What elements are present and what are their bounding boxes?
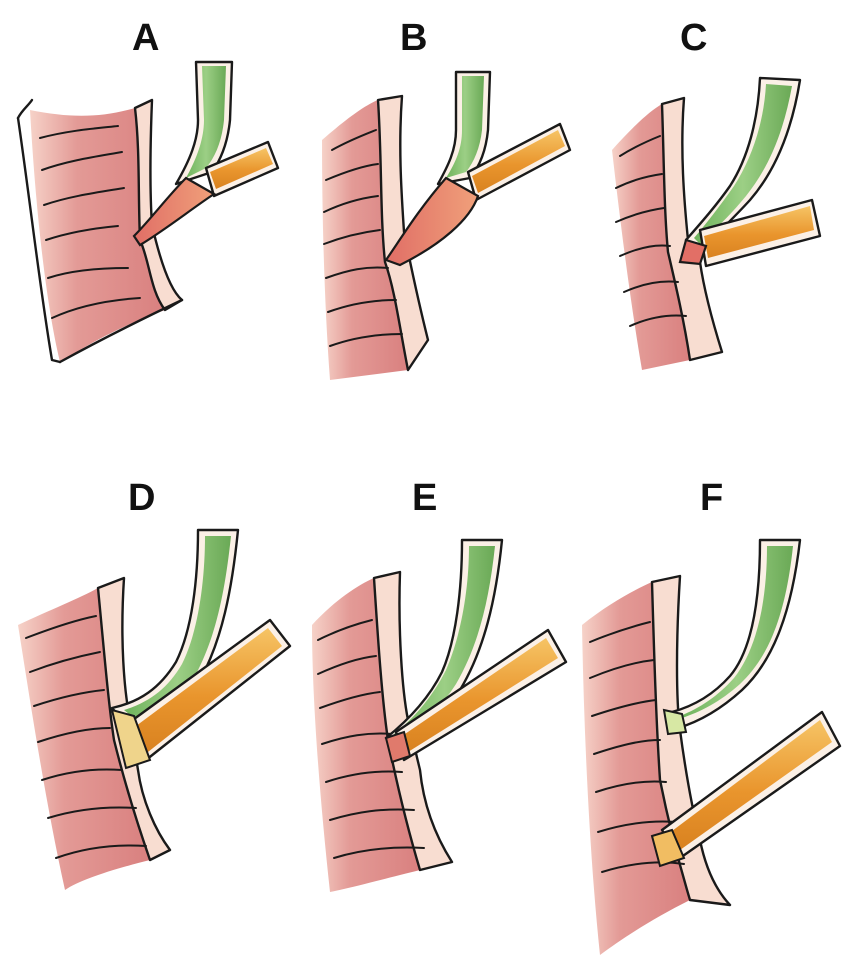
panel-label-c: C bbox=[680, 17, 707, 59]
panel-b: B bbox=[322, 17, 570, 380]
panel-label-b: B bbox=[400, 17, 427, 59]
panel-d: D bbox=[18, 477, 290, 890]
panel-label-a: A bbox=[132, 17, 159, 59]
pancreatic-duct-lumen-e bbox=[402, 638, 558, 752]
pancreatic-duct-lumen-f bbox=[668, 720, 832, 850]
panel-c: C bbox=[612, 17, 820, 370]
panel-label-e: E bbox=[412, 477, 437, 519]
panel-label-f: F bbox=[700, 477, 723, 519]
panel-label-d: D bbox=[128, 477, 155, 519]
panel-a: A bbox=[18, 17, 278, 362]
panel-f: F bbox=[582, 477, 840, 955]
bile-orifice-f bbox=[664, 710, 686, 734]
panel-e: E bbox=[312, 477, 566, 892]
